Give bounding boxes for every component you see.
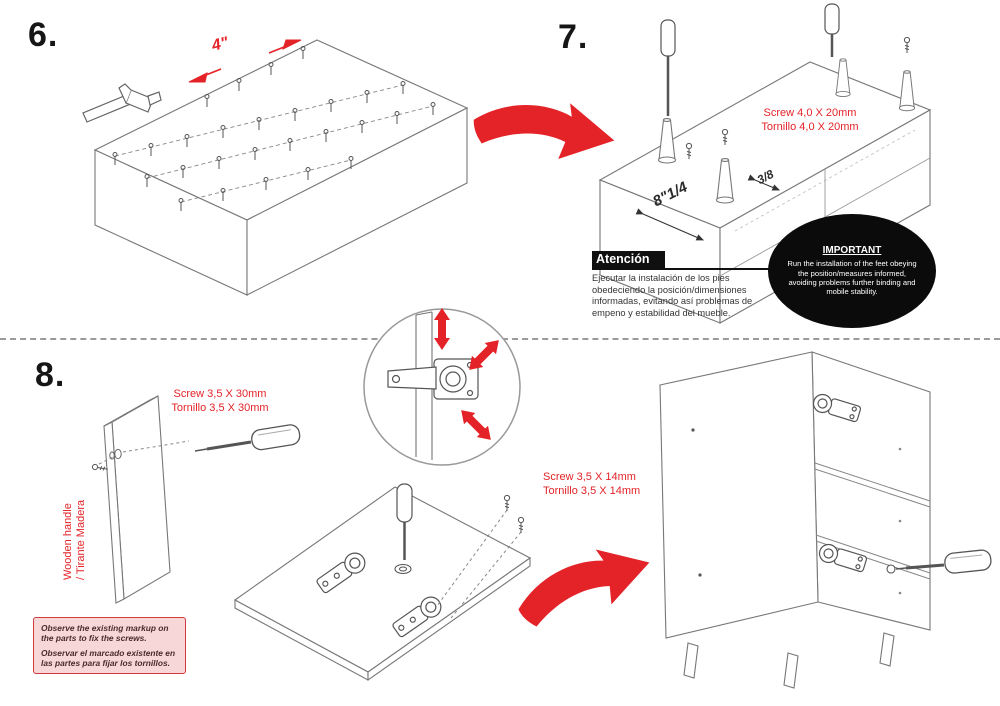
wooden-handle-label: Wooden handle / Tirante Madera [62, 500, 88, 580]
note-box: Observe the existing markup on the parts… [33, 617, 186, 674]
door-pilot-holes [691, 428, 702, 577]
important-title: IMPORTANT [822, 245, 882, 257]
hinge-detail-circle [363, 308, 521, 466]
screw-spec-es: Tornillo 4,0 X 20mm [761, 121, 859, 133]
step8-hinge-illustration [233, 483, 532, 682]
dimension-lines [635, 174, 781, 241]
step7-screw-spec: Screw 4,0 X 20mm Tornillo 4,0 X 20mm [735, 106, 885, 134]
atencion-body: Ejecutar la instalación de los pies obed… [592, 273, 753, 318]
hinge-icon [387, 358, 479, 400]
hinge-screw-en: Screw 3,5 X 14mm [543, 471, 636, 483]
handle-screw-es: Tornillo 3,5 X 30mm [171, 402, 269, 414]
cabinet-body [659, 351, 931, 639]
door-panel [103, 395, 171, 604]
step8-handle-screw-spec: Screw 3,5 X 30mm Tornillo 3,5 X 30mm [155, 387, 285, 415]
screw-axis-line [98, 440, 190, 465]
door-panel-flat [233, 486, 532, 682]
note-text-es: Observar el marcado existente en las par… [41, 648, 176, 668]
hinge-screw-es: Tornillo 3,5 X 14mm [543, 485, 641, 497]
screwdriver-icon [394, 483, 413, 575]
screw-spec-en: Screw 4,0 X 20mm [763, 107, 857, 119]
screwdriver-icon [824, 3, 840, 57]
wooden-knob [109, 448, 122, 460]
final-cabinet-illustration [659, 351, 992, 689]
step7-number: 7. [558, 18, 589, 56]
shelf-pin-holes [898, 447, 902, 595]
step8-hinge-screw-spec: Screw 3,5 X 14mm Tornillo 3,5 X 14mm [543, 470, 640, 498]
cabinet-back-panel [93, 39, 469, 296]
screwdriver-icon [194, 424, 301, 452]
wooden-handle-es: / Tirante Madera [75, 499, 87, 580]
hinge-screws [503, 494, 525, 534]
screw-guide-lines [436, 509, 522, 619]
step6-number: 6. [28, 16, 59, 54]
handle-screw [91, 463, 109, 473]
step8-handle-illustration [91, 395, 301, 604]
screwdriver-icon [660, 19, 676, 116]
dimension-arrows [188, 39, 302, 83]
step8-number: 8. [35, 356, 66, 394]
screwdriver-icon [886, 549, 992, 574]
cabinet-feet [683, 632, 895, 689]
handle-screw-en: Screw 3,5 X 30mm [173, 388, 267, 400]
atencion-title: Atención [592, 251, 666, 268]
important-callout: IMPORTANT Run the installation of the fe… [768, 214, 936, 328]
hammer-icon [82, 83, 162, 123]
important-body: Run the installation of the feet obeying… [787, 259, 917, 297]
step6-illustration [82, 39, 469, 296]
flow-arrow-step8 [518, 549, 650, 627]
flow-arrow-step6-7 [473, 103, 615, 159]
wooden-handle-en: Wooden handle [62, 503, 74, 580]
note-text-en: Observe the existing markup on the parts… [41, 623, 169, 643]
atencion-box: Atención Ejecutar la instalación de los … [592, 250, 778, 319]
atencion-header: Atención [592, 250, 778, 270]
